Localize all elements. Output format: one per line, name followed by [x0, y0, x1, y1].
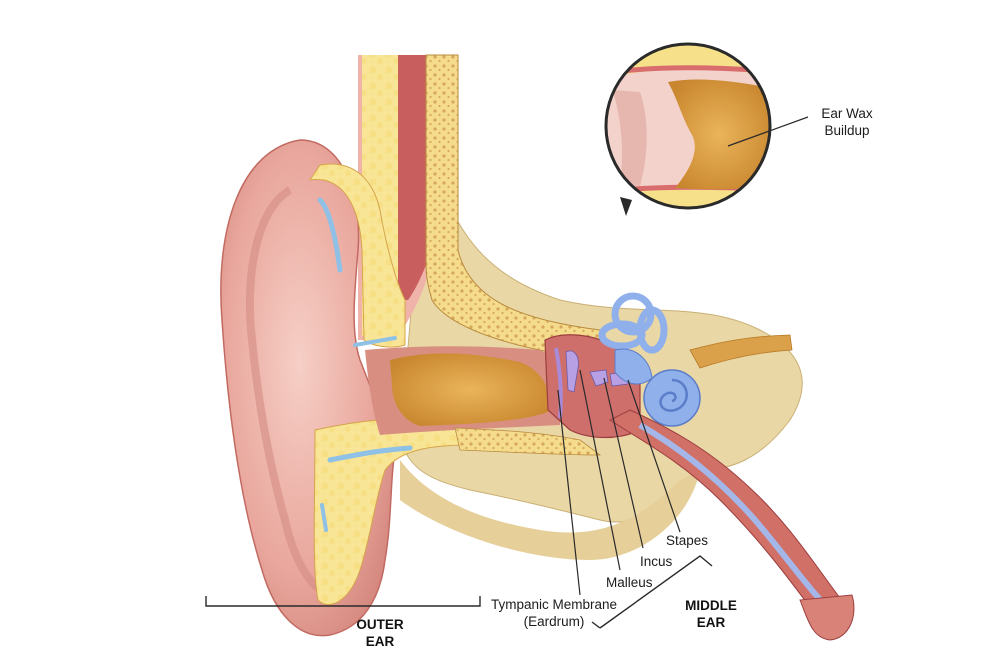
- middle-ear-label: MIDDLE EAR: [676, 597, 746, 631]
- muscle-band: [398, 55, 426, 300]
- eustachian-tube-lining: [638, 422, 829, 609]
- auditory-nerve: [689, 334, 793, 369]
- auricle-cartilage-upper: [308, 163, 406, 348]
- inset-pointer: [620, 197, 632, 216]
- ear-wax-label-line2: Buildup: [824, 123, 870, 138]
- middle-ear-label-line1: MIDDLE: [685, 598, 737, 613]
- semicircular-canals: [598, 292, 668, 354]
- outer-ear-label-line2: EAR: [365, 634, 395, 649]
- ear-wax-mass: [390, 353, 550, 426]
- cartilage-vessel-2: [353, 336, 397, 347]
- middle-ear-label-line2: EAR: [696, 615, 726, 630]
- tympanic-label-line2: (Eardrum): [523, 614, 585, 629]
- cartilage-vessel-4: [320, 503, 328, 532]
- middle-ear-bracket: [599, 555, 713, 629]
- incus: [589, 369, 609, 387]
- outer-ear-label-line1: OUTER: [356, 617, 404, 632]
- outer-ear-bracket: [205, 596, 481, 607]
- skull-lower: [400, 460, 700, 560]
- outer-ear-label: OUTER EAR: [350, 616, 410, 650]
- cartilage-vessel-3: [327, 445, 413, 463]
- vestibule: [614, 348, 653, 385]
- ear-wax-label-line1: Ear Wax: [821, 106, 873, 121]
- auricle-inner-fold: [245, 186, 324, 594]
- cartilage-vessel-1: [317, 197, 343, 273]
- malleus: [565, 350, 579, 393]
- ear-wax-label: Ear Wax Buildup: [812, 105, 882, 139]
- tympanic-label-line1: Tympanic Membrane: [490, 597, 618, 612]
- wax-inset: [604, 42, 772, 216]
- stapes-label: Stapes: [666, 533, 709, 548]
- inset-wax-mass: [668, 79, 770, 190]
- leader-lines: [557, 116, 809, 596]
- tympanic-membrane-label: Tympanic Membrane (Eardrum): [486, 596, 622, 630]
- malleus-label: Malleus: [606, 575, 653, 590]
- eustachian-tube-end: [799, 594, 855, 641]
- middle-ear-bracket-hook: [591, 621, 601, 629]
- cochlea: [643, 369, 701, 427]
- incus-label: Incus: [640, 554, 673, 569]
